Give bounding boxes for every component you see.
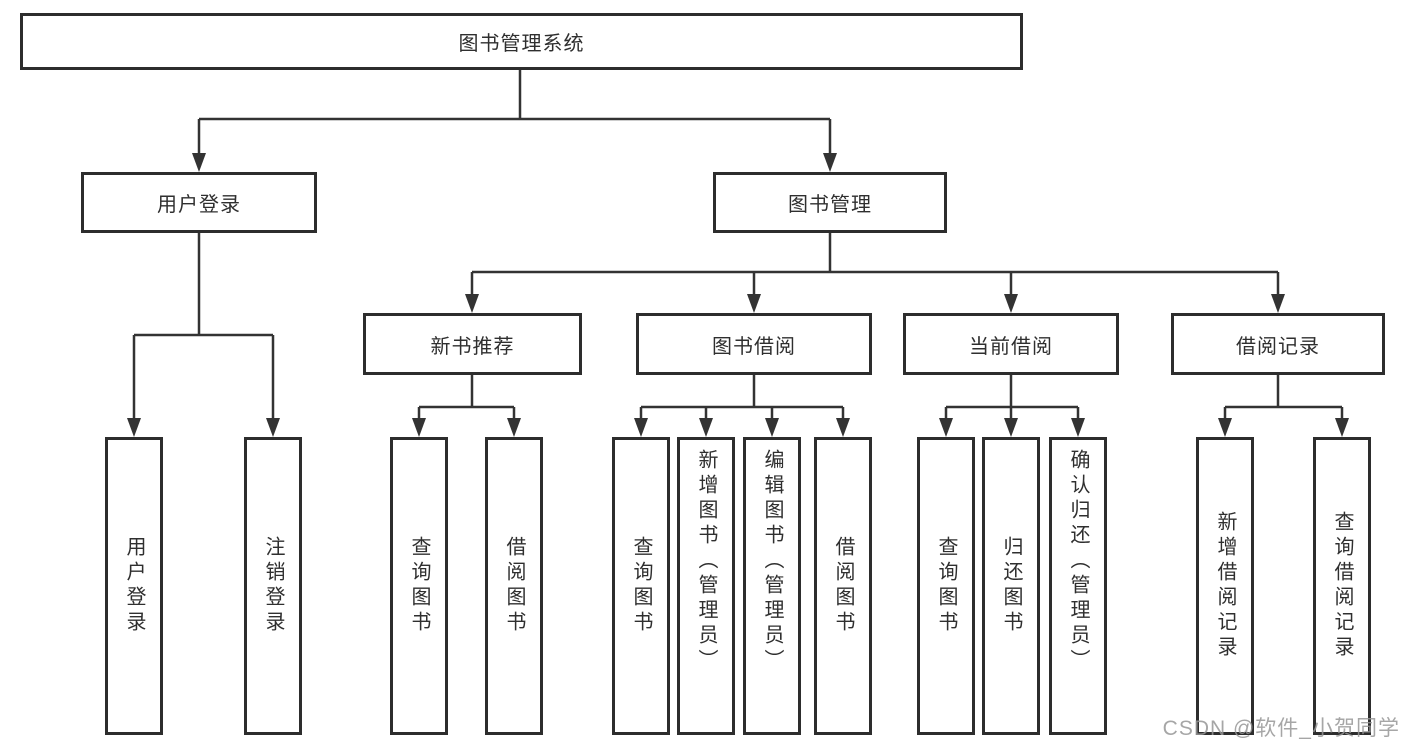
node-root-label: 图书管理系统 (458, 33, 585, 55)
leaf-newbooks-borrow-label: 借阅图书 (503, 536, 525, 636)
leaf-newbooks-borrow: 借阅图书 (485, 437, 543, 735)
leaf-borrow-add-admin: 新增图书（管理员） (677, 437, 735, 735)
node-borrow-records-label: 借阅记录 (1236, 335, 1320, 358)
leaf-logout: 注销登录 (244, 437, 302, 735)
node-current-borrow: 当前借阅 (903, 313, 1119, 375)
leaf-current-return: 归还图书 (982, 437, 1040, 735)
leaf-user-login-label: 用户登录 (123, 536, 145, 636)
csdn-watermark: CSDN @软件_小贺同学 (1162, 717, 1400, 740)
leaf-borrow-edit-admin-label: 编辑图书（管理员） (761, 449, 783, 674)
leaf-borrow-query: 查询图书 (612, 437, 670, 735)
node-new-books-label: 新书推荐 (430, 335, 515, 358)
node-book-mgmt: 图书管理 (713, 172, 947, 233)
leaf-current-query-label: 查询图书 (935, 536, 957, 636)
node-root: 图书管理系统 (20, 13, 1023, 70)
leaf-user-login: 用户登录 (105, 437, 163, 735)
leaf-borrow-edit-admin: 编辑图书（管理员） (743, 437, 801, 735)
node-book-borrow: 图书借阅 (636, 313, 872, 375)
leaf-records-query-label: 查询借阅记录 (1331, 511, 1353, 661)
leaf-borrow-book: 借阅图书 (814, 437, 872, 735)
leaf-records-query: 查询借阅记录 (1313, 437, 1371, 735)
leaf-borrow-book-label: 借阅图书 (832, 536, 854, 636)
node-user-login-label: 用户登录 (157, 194, 241, 216)
leaf-newbooks-query-label: 查询图书 (408, 536, 430, 636)
leaf-records-add-label: 新增借阅记录 (1214, 511, 1236, 661)
leaf-borrow-query-label: 查询图书 (630, 536, 652, 636)
leaf-records-add: 新增借阅记录 (1196, 437, 1254, 735)
node-new-books: 新书推荐 (363, 313, 582, 375)
node-borrow-records: 借阅记录 (1171, 313, 1385, 375)
leaf-newbooks-query: 查询图书 (390, 437, 448, 735)
node-user-login: 用户登录 (81, 172, 317, 233)
leaf-borrow-add-admin-label: 新增图书（管理员） (695, 449, 717, 674)
node-book-mgmt-label: 图书管理 (788, 194, 872, 216)
leaf-current-confirm-admin-label: 确认归还（管理员） (1067, 449, 1089, 674)
node-current-borrow-label: 当前借阅 (969, 335, 1053, 358)
leaf-current-query: 查询图书 (917, 437, 975, 735)
leaf-logout-label: 注销登录 (262, 536, 284, 636)
node-book-borrow-label: 图书借阅 (712, 335, 796, 358)
leaf-current-return-label: 归还图书 (1000, 536, 1022, 636)
leaf-current-confirm-admin: 确认归还（管理员） (1049, 437, 1107, 735)
